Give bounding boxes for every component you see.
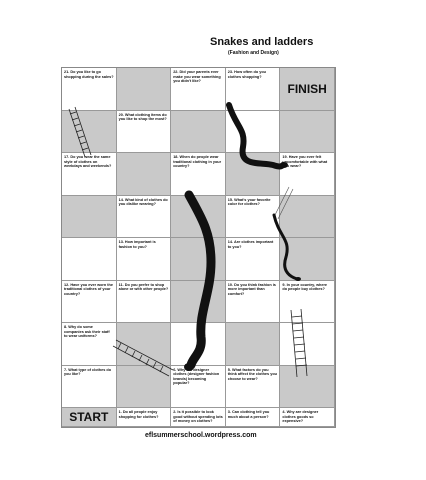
square-question: 14. What kind of clothes do you dislike … <box>118 197 168 207</box>
board-square <box>171 110 226 154</box>
board-square <box>225 323 281 366</box>
board-square <box>280 195 335 239</box>
board-square: 11. Do you prefer to shop alone or with … <box>116 280 172 324</box>
board-square-start: START <box>62 408 117 427</box>
board-square: 17. Do you wear the same style of clothe… <box>62 153 117 196</box>
square-question: 4. Why are designer clothes goods so exp… <box>282 410 319 424</box>
board-square: 12. Have you ever worn the traditional c… <box>62 280 117 324</box>
board-square <box>62 110 117 154</box>
footer-url: eflsummerschool.wordpress.com <box>145 432 257 439</box>
square-question: 8. Why do some companies ask their staff… <box>64 325 110 339</box>
square-question: 14. Are clothes important to you? <box>227 240 274 249</box>
board-square: 8. Why do some companies ask their staff… <box>62 323 117 366</box>
square-question: 5. What factors do you think affect the … <box>227 367 277 381</box>
board-square <box>171 280 226 324</box>
square-question: 22. Did your parents ever make you wear … <box>173 70 221 84</box>
board-square <box>116 153 172 196</box>
board-square: 22. Did your parents ever make you wear … <box>171 68 226 111</box>
square-question: 17. Do you wear the same style of clothe… <box>64 155 112 169</box>
board-square <box>280 238 335 281</box>
board-square <box>280 323 335 366</box>
board-square: 14. Are clothes important to you? <box>225 238 281 281</box>
page-subtitle: (Fashion and Design) <box>228 50 279 56</box>
board-square: 4. Why are designer clothes goods so exp… <box>280 408 335 427</box>
board-square: 7. What type of clothes do you like? <box>62 365 117 409</box>
square-label: START <box>69 410 109 425</box>
square-question: 18. When do people wear traditional clot… <box>173 155 222 169</box>
square-question: 23. How often do you clothes shopping? <box>227 70 266 79</box>
square-question: 9. In your country, where do people buy … <box>282 282 328 292</box>
board-square: 14. What kind of clothes do you dislike … <box>116 195 172 239</box>
board-square: 20. What clothing items do you like to s… <box>116 110 172 154</box>
board-square: 6. Why are designer clothes (designer fa… <box>171 365 226 409</box>
board-square: 3. Can clothing tell you much about a pe… <box>225 408 281 427</box>
board-square <box>62 238 117 281</box>
square-question: 13. How important is fashion to you? <box>118 240 156 249</box>
board-square: 10. Do you think fashion is more importa… <box>225 280 281 324</box>
square-question: 10. Do you think fashion is more importa… <box>227 282 276 296</box>
board-square: 18. When do people wear traditional clot… <box>171 153 226 196</box>
board-square <box>225 153 281 196</box>
board-square <box>280 365 335 409</box>
page-title: Snakes and ladders <box>210 36 314 48</box>
square-question: 6. Why are designer clothes (designer fa… <box>173 367 220 386</box>
square-question: 1. Do all people enjoy shopping for clot… <box>118 410 159 419</box>
board-square: 13. How important is fashion to you? <box>116 238 172 281</box>
board-square: 2. Is it possible to look good without s… <box>171 408 226 427</box>
board-square <box>171 238 226 281</box>
square-question: 20. What clothing items do you like to s… <box>118 112 167 122</box>
board-square <box>116 365 172 409</box>
square-question: 11. Do you prefer to shop alone or with … <box>118 282 169 292</box>
square-question: 2. Is it possible to look good without s… <box>173 410 223 424</box>
square-question: 15. What's your favorite color for cloth… <box>227 197 271 207</box>
board-square: 19. Have you ever felt uncomfortable wit… <box>280 153 335 196</box>
board-square: 21. Do you like to go shopping during th… <box>62 68 117 111</box>
square-question: 7. What type of clothes do you like? <box>64 367 112 377</box>
board-square: 5. What factors do you think affect the … <box>225 365 281 409</box>
board-square <box>116 68 172 111</box>
board-square: 15. What's your favorite color for cloth… <box>225 195 281 239</box>
board-square <box>116 323 172 366</box>
square-question: 3. Can clothing tell you much about a pe… <box>227 410 270 419</box>
board-square <box>171 195 226 239</box>
board-square: 23. How often do you clothes shopping? <box>225 68 281 111</box>
board-square <box>225 110 281 154</box>
board-square <box>171 323 226 366</box>
square-question: 21. Do you like to go shopping during th… <box>64 70 114 79</box>
board-square: 9. In your country, where do people buy … <box>280 280 335 324</box>
board-square <box>280 110 335 154</box>
board-square <box>62 195 117 239</box>
square-label: FINISH <box>287 81 327 96</box>
board-square: 1. Do all people enjoy shopping for clot… <box>116 408 172 427</box>
square-question: 12. Have you ever worn the traditional c… <box>64 282 113 296</box>
square-question: 19. Have you ever felt uncomfortable wit… <box>282 155 328 169</box>
game-board: 21. Do you like to go shopping during th… <box>61 67 336 428</box>
board-square-finish: FINISH <box>280 68 335 111</box>
